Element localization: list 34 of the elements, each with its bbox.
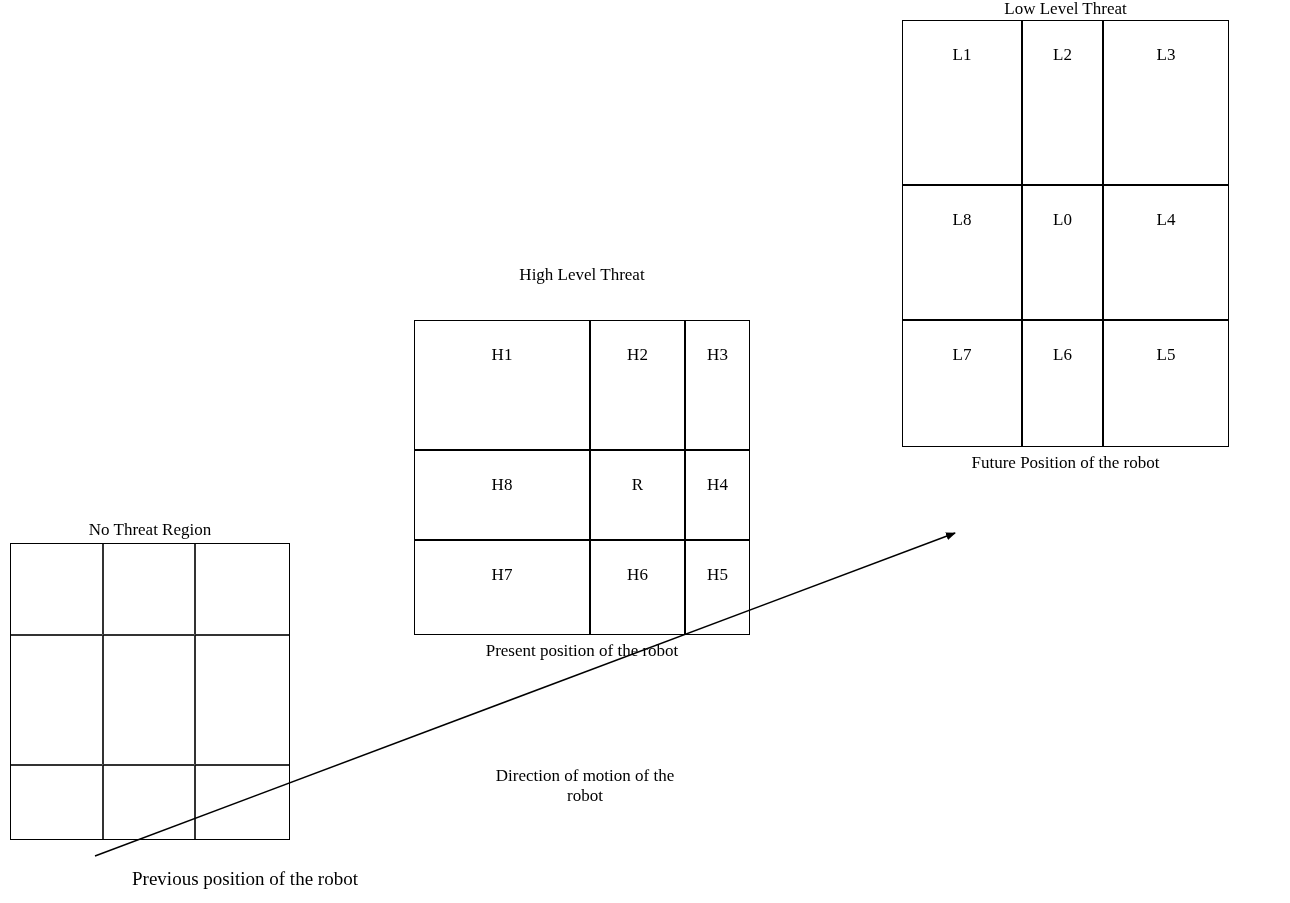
- grid-cell: L4: [1103, 185, 1229, 320]
- empty-cell: [103, 635, 195, 765]
- grid-heading: No Threat Region: [88, 520, 212, 540]
- grid-heading: High Level Threat: [519, 265, 645, 285]
- empty-cell: [10, 543, 103, 635]
- empty-cell: [10, 635, 103, 765]
- empty-cell: [103, 543, 195, 635]
- annotation-text: Previous position of the robot: [131, 868, 359, 890]
- empty-cell: [195, 635, 290, 765]
- annotation-text: Direction of motion of the robot: [494, 766, 676, 806]
- grid-cell: L3: [1103, 20, 1229, 185]
- empty-cell: [10, 765, 103, 840]
- grid-cell: H5: [685, 540, 750, 635]
- grid-cell: H8: [414, 450, 590, 540]
- grid-cell: H3: [685, 320, 750, 450]
- grid-cell: L1: [902, 20, 1022, 185]
- grid-cell: H7: [414, 540, 590, 635]
- grid-cell: H2: [590, 320, 685, 450]
- grid-heading: Low Level Threat: [1004, 0, 1127, 19]
- grid-cell: R: [590, 450, 685, 540]
- grid-cell: H4: [685, 450, 750, 540]
- grid-caption: Present position of the robot: [485, 641, 679, 661]
- grid-cell: L6: [1022, 320, 1103, 447]
- grid-cell: H6: [590, 540, 685, 635]
- grid-cell: L2: [1022, 20, 1103, 185]
- grid-cell: L5: [1103, 320, 1229, 447]
- empty-cell: [103, 765, 195, 840]
- grid-cell: H1: [414, 320, 590, 450]
- grid-cell: L0: [1022, 185, 1103, 320]
- grid-caption: Future Position of the robot: [971, 453, 1160, 473]
- empty-cell: [195, 765, 290, 840]
- grid-cell: L8: [902, 185, 1022, 320]
- empty-cell: [195, 543, 290, 635]
- grid-cell: L7: [902, 320, 1022, 447]
